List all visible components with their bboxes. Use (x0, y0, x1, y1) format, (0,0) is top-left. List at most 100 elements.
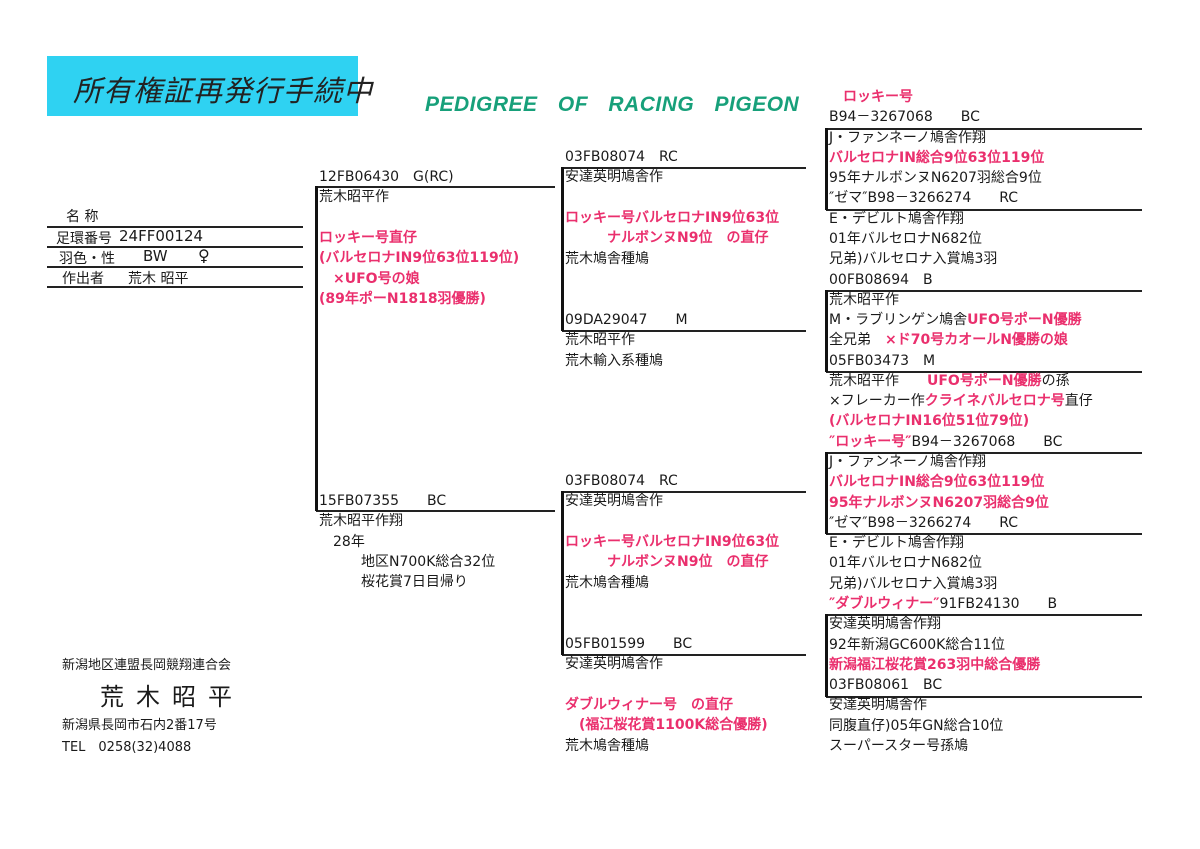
gen3-bracket (825, 452, 828, 534)
pedigree-line: バルセロナIN総合9位63位119位 (829, 148, 1044, 168)
pedigree-line: J・ファンネーノ鳩舎作翔 (829, 129, 987, 146)
pedigree-line: E・デビルト鳩舎作翔 (829, 535, 964, 552)
color-sex-label: 羽色・性 (59, 251, 115, 267)
pedigree-line: (バルセロナIN16位51位79位) (829, 411, 1029, 431)
sire-line (316, 186, 555, 188)
pedigree-line: 安達英明鳩舎作翔 (829, 616, 941, 633)
gen1-bracket (315, 186, 318, 511)
pedigree-line: ナルボンヌN9位 の直仔 (565, 228, 768, 248)
pedigree-line: 03FB08074 RC (565, 473, 678, 489)
color-value: BW (143, 247, 168, 265)
pedigree-line: 兄弟)バルセロナ入賞鳩3羽 (829, 575, 998, 592)
pedigree-line: 荒木昭平作 (319, 189, 389, 206)
text-segment: の孫 (1041, 372, 1070, 389)
pedigree-line: ナルボンヌN9位 の直仔 (565, 552, 768, 572)
pedigree-line: 09DA29047 M (565, 312, 688, 328)
text-segment: 荒木昭平作 (829, 372, 927, 389)
pedigree-line: ロッキー号バルセロナIN9位63位 (565, 208, 779, 228)
text-segment: ×フレーカー作 (829, 393, 925, 410)
pedigree-line: 03FB08074 RC (565, 149, 678, 165)
highlight-text: UFO号ポーN優勝 (967, 312, 1082, 329)
pedigree-line: 15FB07355 BC (319, 493, 447, 509)
pedigree-line: 荒木昭平作 UFO号ポーN優勝の孫 (829, 371, 1070, 391)
highlight-text: ×ド70号カオールN優勝の娘 (885, 332, 1068, 349)
highlight-text: ナルボンヌN9位 の直仔 (565, 230, 769, 247)
divider (47, 226, 303, 228)
dam-line (316, 510, 555, 512)
pedigree-line: 兄弟)バルセロナ入賞鳩3羽 (829, 251, 998, 268)
pedigree-line: 安達英明鳩舎作 (829, 697, 927, 714)
pedigree-line: 95年ナルボンヌN6207羽総合9位 (829, 170, 1042, 187)
divider (47, 286, 303, 288)
owner-phone: TEL 0258(32)4088 (62, 740, 192, 755)
highlight-text: (89年ポーN1818羽優勝) (319, 290, 486, 307)
club-name: 新潟地区連盟長岡競翔連合会 (62, 658, 232, 673)
breeder-label: 作出者 (62, 271, 104, 287)
pedigree-line: (バルセロナIN9位63位119位) (319, 248, 519, 268)
pedigree-line: 92年新潟GC600K総合11位 (829, 636, 1006, 653)
pedigree-line: B94－3267068 BC (829, 109, 980, 126)
pedigree-line: 荒木鳩舎種鳩 (565, 250, 649, 267)
pedigree-line: J・ファンネーノ鳩舎作翔 (829, 454, 987, 471)
pedigree-line: 地区N700K総合32位 (319, 553, 496, 570)
gen3-line (826, 290, 1142, 292)
pedigree-line: 安達英明鳩舎作 (565, 493, 663, 510)
highlight-text: ロッキー号バルセロナIN9位63位 (565, 209, 780, 226)
pedigree-line: (福江桜花賞1100K総合優勝) (565, 715, 768, 735)
gen3-line (826, 371, 1142, 373)
pedigree-line: 28年 (319, 533, 365, 550)
gen3-line (826, 696, 1142, 698)
text-segment: 直仔 (1064, 393, 1093, 410)
pedigree-line: スーパースター号孫鳩 (829, 737, 969, 754)
pedigree-line: 00FB08694 B (829, 271, 933, 288)
highlight-text: ″ロッキー号″ (829, 433, 912, 450)
pedigree-line: ダブルウィナー号 の直仔 (565, 695, 733, 715)
pedigree-line: ×フレーカー作クライネバルセロナ号直仔 (829, 391, 1093, 411)
highlight-text: (福江桜花賞1100K総合優勝) (565, 717, 768, 734)
pedigree-line: ロッキー号バルセロナIN9位63位 (565, 532, 779, 552)
gen3-line (826, 614, 1142, 616)
highlight-text: ″ダブルウィナー″ (829, 596, 940, 612)
pedigree-line: 荒木昭平作翔 (319, 513, 403, 530)
pedigree-line: 荒木鳩舎種鳩 (565, 737, 649, 754)
highlight-text: ダブルウィナー号 の直仔 (565, 696, 733, 713)
text-segment: B94－3267068 BC (911, 433, 1063, 450)
highlight-text: ロッキー号バルセロナIN9位63位 (565, 533, 780, 550)
gen3-line (826, 128, 1142, 130)
document-title: PEDIGREE OF RACING PIGEON (425, 93, 800, 116)
pedigree-line: 01年バルセロナN682位 (829, 555, 983, 572)
pedigree-line: 全兄弟 ×ド70号カオールN優勝の娘 (829, 330, 1068, 350)
pedigree-line: ロッキー号直仔 (319, 228, 417, 248)
pedigree-line: 03FB08061 BC (829, 677, 943, 694)
breeder-value: 荒木 昭平 (128, 271, 189, 287)
pedigree-line: ″ダブルウィナー″91FB24130 B (829, 594, 1057, 614)
pedigree-line: ″ロッキー号″B94－3267068 BC (829, 432, 1062, 452)
owner-name: 荒木昭平 (100, 683, 244, 711)
name-label: 名 称 (66, 209, 99, 225)
gen3-bracket (825, 290, 828, 372)
pedigree-line: バルセロナIN総合9位63位119位 (829, 472, 1044, 492)
owner-address: 新潟県長岡市石内2番17号 (62, 718, 217, 733)
gen2-bracket-top (561, 167, 564, 331)
pedigree-line: M・ラブリンゲン鳩舎UFO号ポーN優勝 (829, 310, 1082, 330)
highlight-text: ×UFO号の娘 (319, 270, 420, 287)
highlight-text: (バルセロナIN9位63位119位) (319, 250, 520, 267)
divider (47, 266, 303, 268)
pedigree-line: E・デビルト鳩舎作翔 (829, 210, 964, 227)
text-segment: 91FB24130 B (939, 596, 1058, 612)
highlight-text: UFO号ポーN優勝 (927, 372, 1042, 389)
pedigree-line: 01年バルセロナN682位 (829, 230, 983, 247)
sex-value: ♀ (198, 246, 210, 265)
highlight-text: 95年ナルボンヌN6207羽総合9位 (829, 494, 1049, 511)
pedigree-line: 95年ナルボンヌN6207羽総合9位 (829, 493, 1049, 513)
ring-value: 24FF00124 (119, 227, 204, 245)
pedigree-line: 安達英明鳩舎作 (565, 656, 663, 673)
gen3-line (826, 209, 1142, 211)
pedigree-line: ×UFO号の娘 (319, 269, 420, 289)
pedigree-line: 荒木昭平作 (565, 332, 635, 349)
pedigree-line: ″ゼマ″B98－3266274 RC (829, 514, 1019, 531)
handwritten-note: 所有権証再発行手続中 (73, 74, 374, 108)
dam-dam-line (562, 654, 806, 656)
highlight-text: ロッキー号直仔 (319, 229, 417, 246)
pedigree-line: 12FB06430 G(RC) (319, 169, 454, 185)
